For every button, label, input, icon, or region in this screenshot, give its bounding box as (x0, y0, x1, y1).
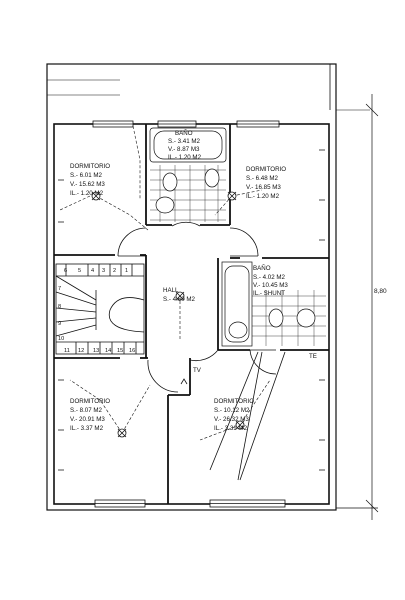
top-bath-fixtures (149, 127, 227, 222)
stair-step: 2 (113, 268, 116, 274)
stair-step: 4 (91, 268, 94, 274)
bano-mid-volume: V.- 10.45 M3 (253, 282, 288, 289)
dorm-nw-volume: V.- 15.62 M3 (70, 181, 105, 188)
hall-area: S.- 4.60 M2 (163, 296, 196, 303)
bano-top-area: S.- 3.41 M2 (168, 138, 201, 145)
dorm-ne-area: S.- 6.48 M2 (246, 175, 279, 182)
stair-step: 1 (125, 268, 128, 274)
bano-mid-name: BAÑO (253, 265, 271, 272)
stair-step: 14 (105, 348, 111, 354)
dorm-sw-volume: V.- 20.91 M3 (70, 416, 105, 423)
dorm-sw-light: IL.- 3.37 M2 (70, 425, 104, 432)
dorm-se-area: S.- 10.12 M2 (214, 407, 250, 414)
bano-top-volume: V.- 8.87 M3 (168, 146, 200, 153)
bano-top-light: IL.- 1.20 M2 (168, 154, 202, 161)
top-windows (92, 120, 280, 128)
interior-walls (54, 124, 329, 504)
bano-mid-light: IL.- SHUNT (253, 290, 285, 297)
dorm-nw-name: DORMITORIO (70, 163, 110, 170)
top-facade (47, 64, 370, 111)
stair-step: 16 (129, 348, 135, 354)
dorm-sw-area: S.- 8.07 M2 (70, 407, 103, 414)
light-fixtures (91, 191, 245, 438)
dorm-nw-light: IL.- 1.20 M2 (70, 190, 104, 197)
light-icon (91, 191, 101, 201)
bano-mid-area: S.- 4.02 M2 (253, 274, 286, 281)
stair-step: 10 (58, 336, 64, 342)
wall-outlets (58, 149, 325, 471)
light-icon (117, 428, 127, 438)
dorm-ne-name: DORMITORIO (246, 166, 286, 173)
stair-step: 6 (64, 268, 67, 274)
dorm-se-light: IL.- 3.31 M2 (214, 425, 248, 432)
electrical-lines (59, 125, 271, 441)
te-outlet-label: TE (309, 353, 317, 360)
stair-step: 13 (93, 348, 99, 354)
hall-name: HALL (163, 287, 179, 294)
bano-top-name: BAÑO (175, 130, 193, 137)
stair-step: 5 (78, 268, 81, 274)
diagonal-lines (209, 351, 286, 481)
stair-step: 8 (58, 304, 61, 310)
dorm-ne-volume: V.- 16.85 M3 (246, 184, 281, 191)
stair-step: 7 (58, 286, 61, 292)
door-swings (117, 221, 277, 393)
light-icon (235, 420, 245, 430)
light-icon (227, 191, 237, 201)
stair-step-numbers: 1 2 3 4 5 6 7 8 9 10 11 12 13 14 15 16 (58, 268, 135, 354)
dimension-label: 8,80 (374, 288, 387, 295)
staircase (55, 263, 145, 355)
light-icon (175, 291, 185, 301)
mid-bath-fixtures (221, 261, 326, 347)
stair-step: 3 (102, 268, 105, 274)
dorm-se-name: DORMITORIO (214, 398, 254, 405)
stair-step: 11 (64, 348, 70, 354)
stair-step: 9 (58, 321, 61, 327)
tv-outlet-label: TV (193, 367, 202, 374)
dimension-line (336, 94, 379, 520)
dorm-ne-light: IL.- 1.20 M2 (246, 193, 280, 200)
dorm-sw-name: DORMITORIO (70, 398, 110, 405)
dorm-nw-area: S.- 6.01 M2 (70, 172, 103, 179)
dorm-se-volume: V.- 26.32 M3 (214, 416, 249, 423)
stair-step: 15 (117, 348, 123, 354)
stair-step: 12 (78, 348, 84, 354)
room-labels: DORMITORIO S.- 6.01 M2 V.- 15.62 M3 IL.-… (70, 130, 387, 432)
bottom-windows (94, 499, 286, 508)
